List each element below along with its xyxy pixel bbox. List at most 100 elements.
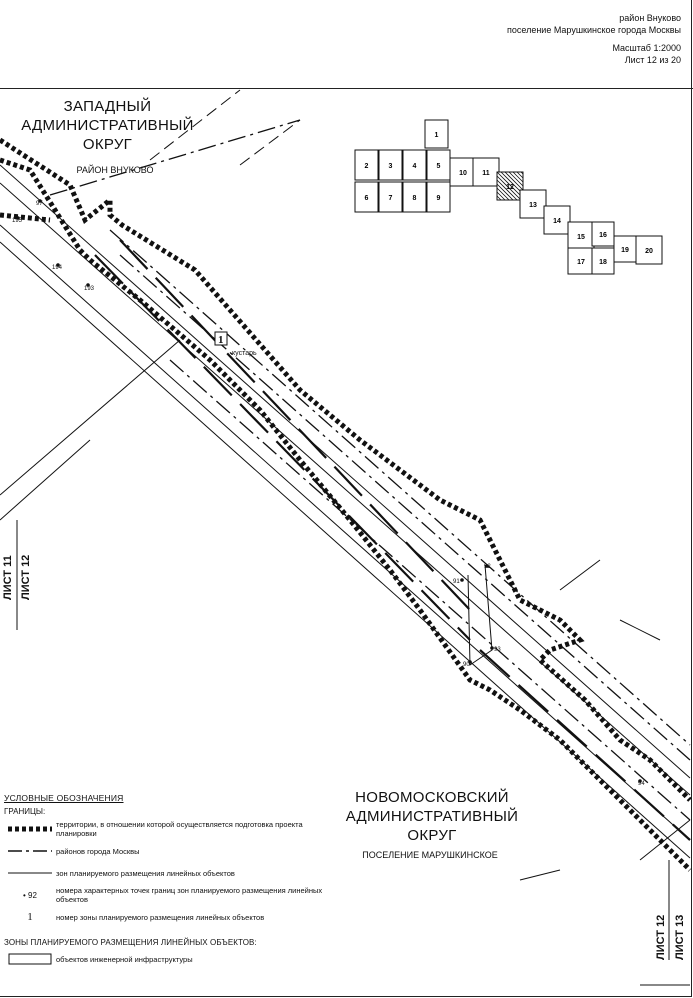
sheet-index-cell xyxy=(449,157,477,187)
current-sheet-hatch xyxy=(504,171,524,191)
sheet-index-label: 16 xyxy=(599,232,607,239)
sheet-index-label: 6 xyxy=(365,195,369,202)
sheet-12-right-label: ЛИСТ 12 xyxy=(655,914,667,960)
sheet-index-label: 9 xyxy=(437,195,441,202)
sheet-index-cell xyxy=(424,119,449,149)
sheet-index-cell xyxy=(378,149,403,181)
sheet-index-label: 13 xyxy=(529,202,537,209)
legend-item-text: объектов инженерной инфраструктуры xyxy=(56,954,193,964)
current-sheet-hatch xyxy=(508,171,524,187)
legend-borders-heading: ГРАНИЦЫ: xyxy=(4,807,46,816)
header-divider xyxy=(0,88,693,89)
auxiliary-lines xyxy=(0,89,691,881)
current-sheet-hatch xyxy=(512,171,524,183)
zone-number-box xyxy=(214,331,228,346)
point-label: 91 xyxy=(453,579,460,585)
sheet-index-label: 5 xyxy=(437,163,441,170)
header-settlement: поселение Марушкинское города Москвы xyxy=(506,25,681,35)
legend-item-text: территории, в отношении которой осуществ… xyxy=(56,820,303,838)
sheet-index-label: 8 xyxy=(413,195,417,202)
current-sheet-hatch xyxy=(516,171,524,179)
sheet-index-cell xyxy=(354,181,379,213)
legend-item-text: номера характерных точек границ зон план… xyxy=(56,886,323,904)
legend-item: районов города Москвы xyxy=(4,842,324,860)
shrub-label: кустарь xyxy=(232,350,257,357)
point-label: 194 xyxy=(52,265,63,271)
sheet-index-cell xyxy=(472,157,500,187)
legend-item: территории, в отношении которой осуществ… xyxy=(4,820,324,838)
sheet-index-cell xyxy=(402,149,427,181)
sheet-index-label: 20 xyxy=(645,248,653,255)
legend-item: зон планируемого размещения линейных объ… xyxy=(4,864,324,882)
sheet-index-label: 14 xyxy=(553,218,561,225)
legend-zones-heading: ЗОНЫ ПЛАНИРУЕМОГО РАЗМЕЩЕНИЯ ЛИНЕЙНЫХ ОБ… xyxy=(4,938,257,947)
zone-number-icon: 1 xyxy=(27,911,33,923)
sheet-index-label: 12 xyxy=(506,184,514,191)
sheet-index-label: 18 xyxy=(599,259,607,266)
western-okrug-label: ЗАПАДНЫЙ АДМИНИСТРАТИВНЫЙ ОКРУГ xyxy=(21,98,194,153)
point-marker-icon: • 92 xyxy=(23,890,37,900)
point-label: 97 xyxy=(36,201,43,207)
linear-zone-boundary xyxy=(0,164,691,859)
current-sheet-hatch xyxy=(496,195,502,201)
legend-item: объектов инженерной инфраструктуры xyxy=(4,950,324,968)
header-scale: Масштаб 1:2000 xyxy=(612,43,681,53)
header-sheet: Лист 12 из 20 xyxy=(624,55,681,65)
sheet-index-label: 15 xyxy=(577,234,585,241)
sheet-index-label: 11 xyxy=(482,170,490,177)
novomoskovsky-okrug-label: НОВОМОСКОВСКИЙ АДМИНИСТРАТИВНЫЙ ОКРУГ xyxy=(345,789,519,844)
sheet-division-lines xyxy=(16,520,690,986)
dash-dot-line-icon xyxy=(4,842,56,860)
point-label: 193 xyxy=(84,286,95,292)
point-label: 94 xyxy=(638,781,645,787)
sheet-index-label: 1 xyxy=(435,132,439,139)
vnukovo-district-label: РАЙОН ВНУКОВО xyxy=(76,165,154,175)
legend-item: 1 номер зоны планируемого размещения лин… xyxy=(4,908,324,926)
current-sheet-hatch xyxy=(496,171,524,199)
sheet-index-cell xyxy=(354,149,379,181)
current-sheet-hatch xyxy=(496,183,514,201)
point-label: 93 xyxy=(494,647,501,653)
sheet-index-cell xyxy=(543,205,571,235)
point-label: 195 xyxy=(12,218,23,224)
sheet-index-cell xyxy=(635,235,663,265)
sheet-header: район Внуково поселение Марушкинское гор… xyxy=(507,12,681,66)
thick-dotted-line-icon xyxy=(4,820,56,838)
header-district: район Внуково xyxy=(619,13,681,23)
sheet-index-cell xyxy=(591,221,615,247)
current-sheet-hatch xyxy=(500,171,524,195)
current-sheet-hatch xyxy=(496,175,522,201)
sheet-index-label: 3 xyxy=(389,163,393,170)
current-sheet-hatch xyxy=(496,179,518,201)
legend-title: УСЛОВНЫЕ ОБОЗНАЧЕНИЯ xyxy=(4,793,124,803)
solid-line-icon xyxy=(4,864,56,882)
legend: УСЛОВНЫЕ ОБОЗНАЧЕНИЯ ГРАНИЦЫ: территории… xyxy=(4,793,324,968)
marushkinskoe-settlement-label: ПОСЕЛЕНИЕ МАРУШКИНСКОЕ xyxy=(362,850,498,860)
sheet-11-label: ЛИСТ 11 xyxy=(2,555,14,600)
sheet-index-cell xyxy=(378,181,403,213)
sheet-index-cell xyxy=(519,189,547,219)
planning-territory-boundary xyxy=(0,137,692,872)
legend-item-text: зон планируемого размещения линейных объ… xyxy=(56,868,235,878)
point-number-labels: 195 97 194 193 92 91 90 93 94 xyxy=(12,201,645,787)
rectangle-icon xyxy=(4,950,56,968)
sheet-index-label: 7 xyxy=(389,195,393,202)
point-label: 92 xyxy=(484,564,491,570)
sheet-index-cell xyxy=(567,247,595,275)
point-label: 90 xyxy=(463,662,470,668)
sheet-index-cell xyxy=(567,221,595,251)
sheet-index-cell xyxy=(402,181,427,213)
sheet-index-label: 4 xyxy=(413,163,417,170)
current-sheet-hatch xyxy=(496,187,510,201)
sheet-index-label: 17 xyxy=(577,259,585,266)
sheet-13-label: ЛИСТ 13 xyxy=(674,914,686,960)
current-sheet-hatch xyxy=(496,191,506,201)
zone-number: 1 xyxy=(218,334,224,346)
characteristic-points xyxy=(16,199,642,783)
legend-item: • 92 номера характерных точек границ зон… xyxy=(4,886,324,904)
sheet-index-label: 10 xyxy=(459,170,467,177)
sheet-12-left-label: ЛИСТ 12 xyxy=(20,554,32,600)
